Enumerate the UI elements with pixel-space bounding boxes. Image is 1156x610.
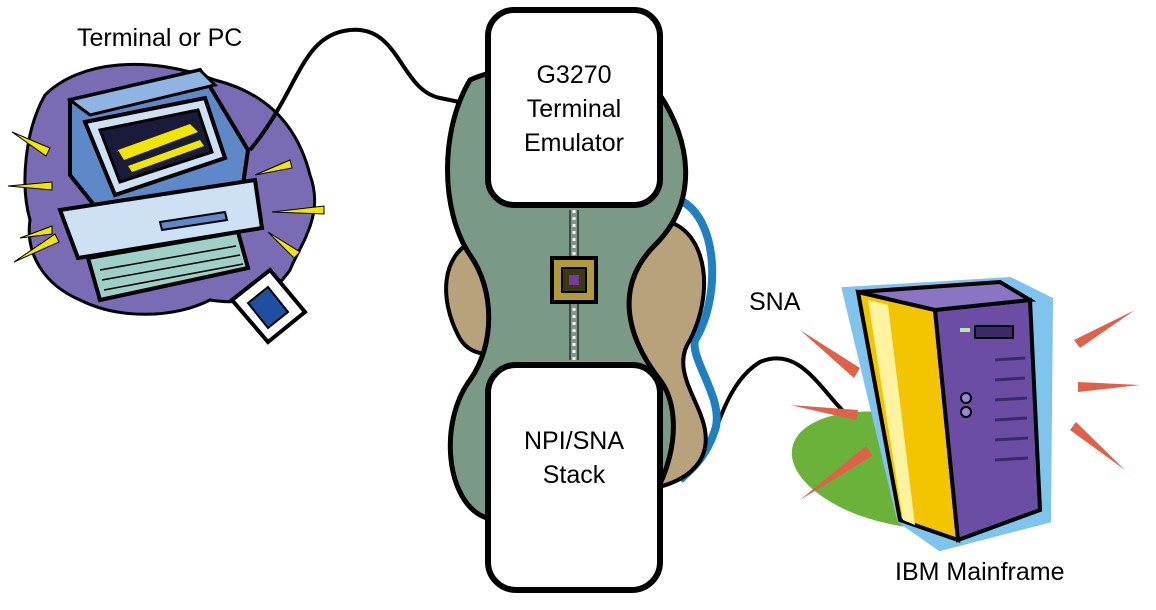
gateway-device <box>444 7 721 593</box>
computer-flash-rays <box>7 131 325 263</box>
mainframe-icon <box>790 276 1140 552</box>
emulator-label: G3270 Terminal Emulator <box>488 58 660 160</box>
mainframe-drive-bay <box>974 325 1014 339</box>
stack-label-line-1: NPI/SNA <box>523 427 625 455</box>
computer-drive-slot <box>158 210 229 232</box>
computer-base <box>57 177 265 261</box>
emulator-box <box>485 7 663 208</box>
stack-label: NPI/SNA Stack <box>488 424 660 492</box>
terminal-label: Terminal or PC <box>77 24 243 52</box>
stack-box <box>485 362 663 593</box>
terminal-pc-icon <box>7 62 325 345</box>
mainframe-vents <box>994 356 1029 462</box>
keyboard-keys <box>99 245 244 291</box>
mainframe-side-highlight <box>868 300 915 525</box>
emulator-label-line-2: Terminal <box>526 95 622 123</box>
mainframe-button-1 <box>960 392 972 404</box>
mainframe-top <box>857 279 1037 313</box>
monitor-top <box>66 68 218 117</box>
emulator-label-line-3: Emulator <box>523 129 625 157</box>
sna-link-label: SNA <box>749 288 801 316</box>
keyboard <box>85 229 251 303</box>
mainframe-burst-rays <box>790 310 1140 500</box>
screen-glare <box>118 124 204 172</box>
stack-label-line-2: Stack <box>542 461 606 489</box>
emulator-label-line-1: G3270 <box>536 61 612 89</box>
chip-icon <box>550 256 598 304</box>
mouse-device-icon <box>229 267 308 345</box>
mainframe-label: IBM Mainframe <box>895 558 1065 586</box>
mainframe-button-2 <box>960 406 972 418</box>
